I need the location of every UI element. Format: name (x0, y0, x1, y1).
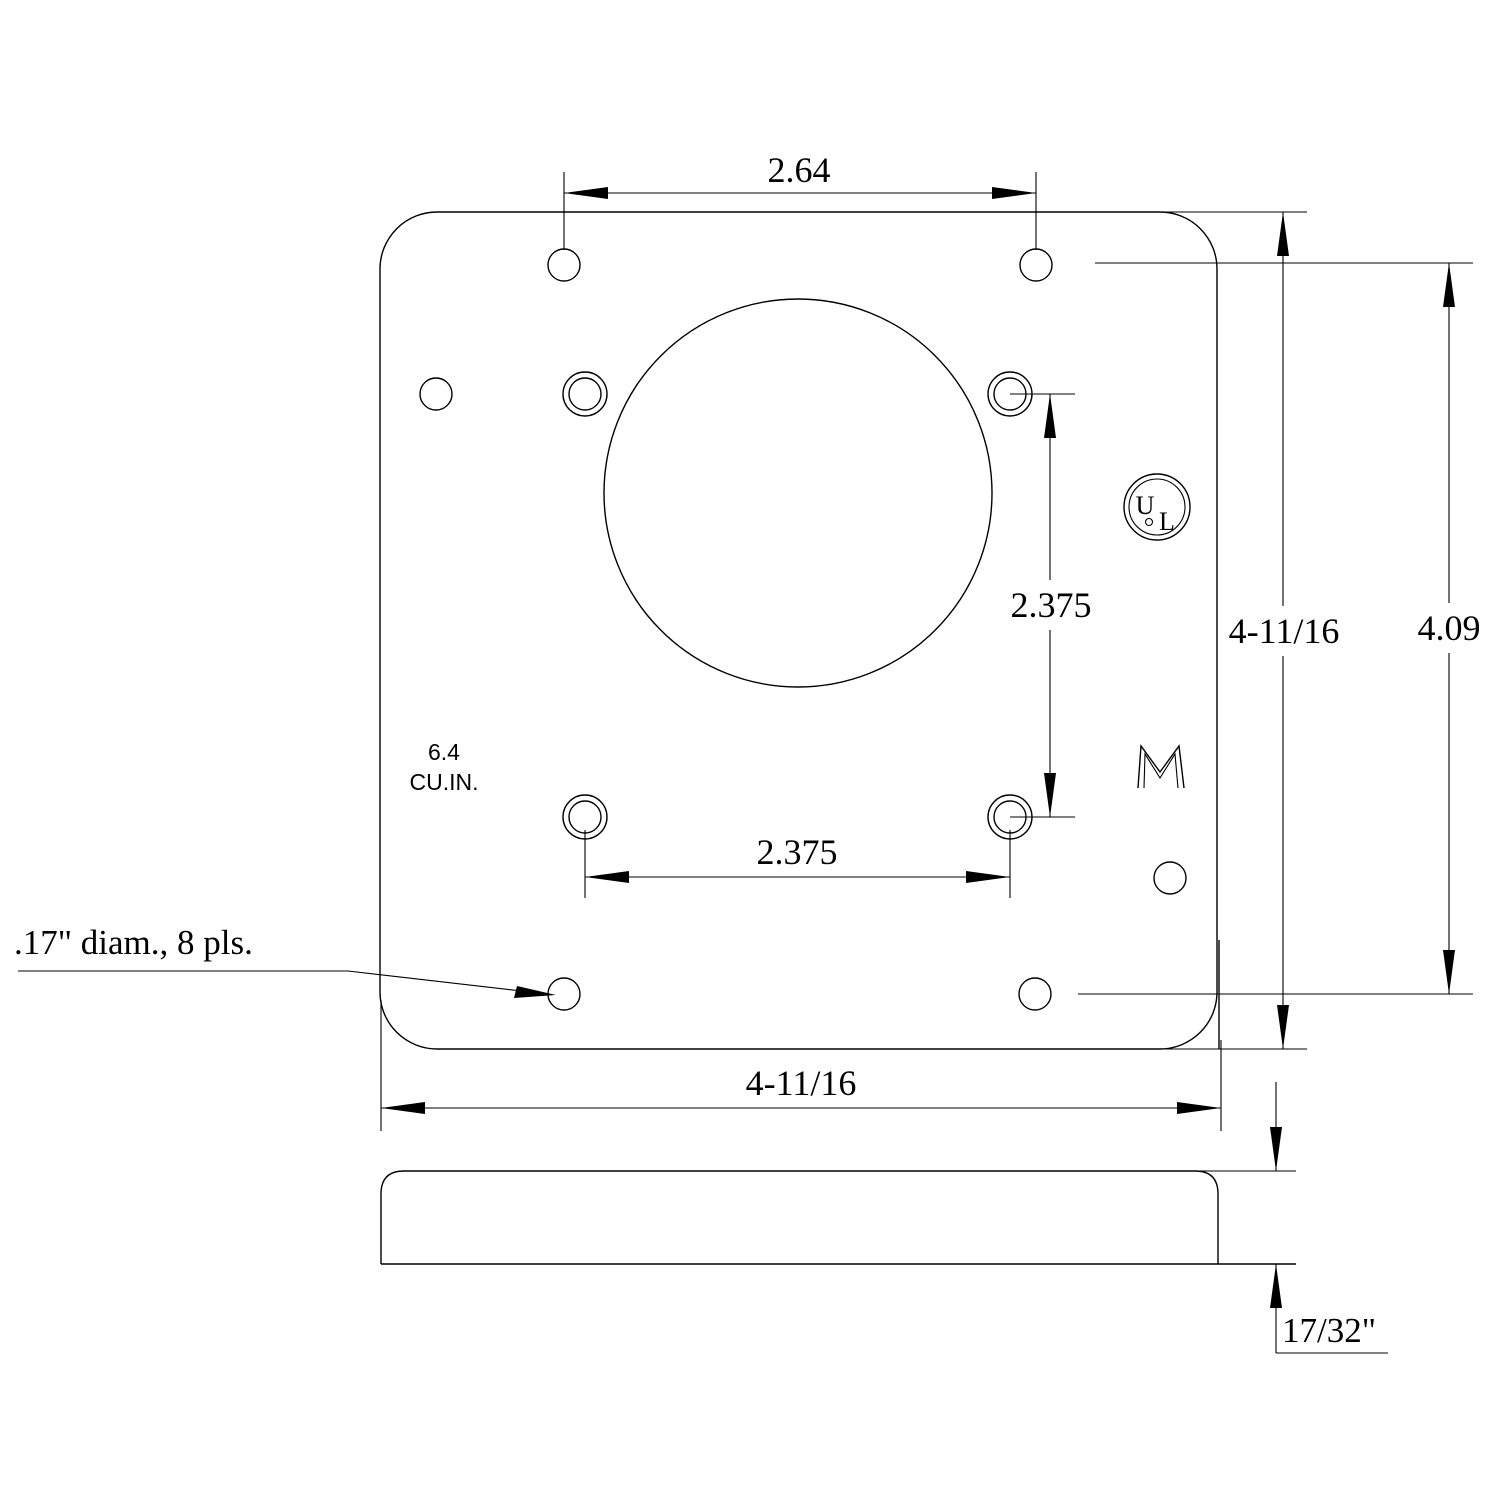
mounting-hole (547, 248, 581, 282)
dimension-horizontal-hole-spacing: 2.375 (584, 830, 1011, 898)
mounting-holes (419, 248, 1187, 1011)
dimension-label-2-375-horizontal: 2.375 (757, 832, 838, 872)
dimension-plate-height: 4-11/16 (1160, 211, 1340, 1050)
mounting-hole (1018, 977, 1052, 1011)
dimension-top-hole-spacing: 2.64 (563, 150, 1037, 250)
maker-mark-m: M (1137, 744, 1185, 789)
ul-logo-letter-u: U (1136, 491, 1155, 520)
dimension-label-2-64: 2.64 (768, 150, 831, 190)
dimension-plate-width: 4-11/16 (380, 1000, 1222, 1131)
mounting-hole (547, 977, 581, 1011)
counterbored-holes (562, 371, 1033, 840)
ul-logo: U L (1123, 473, 1191, 541)
center-opening (603, 298, 993, 688)
plate-outline (379, 211, 1220, 1050)
dimension-label-4-09: 4.09 (1418, 608, 1481, 648)
dimension-label-plate-height: 4-11/16 (1229, 611, 1340, 651)
mounting-hole (419, 377, 453, 411)
hole-callout: .17" diam., 8 pls. (14, 923, 556, 998)
dimension-thickness: 17/32" (1270, 1082, 1388, 1354)
ul-logo-letter-l: L (1159, 507, 1175, 536)
mounting-hole (1019, 248, 1053, 282)
volume-unit: CU.IN. (410, 769, 479, 795)
dimension-outer-hole-spacing: 4.09 (1078, 262, 1481, 995)
hole-callout-text: .17" diam., 8 pls. (14, 923, 253, 962)
dimension-label-plate-width: 4-11/16 (746, 1063, 857, 1103)
dimension-label-thickness: 17/32" (1282, 1311, 1376, 1350)
dimension-label-2-375-vertical: 2.375 (1011, 585, 1092, 625)
volume-value: 6.4 (428, 739, 460, 765)
volume-label: 6.4 CU.IN. (410, 739, 479, 795)
mounting-hole (1153, 861, 1187, 895)
counterbored-hole (562, 371, 608, 417)
maker-mark-text: M (1160, 767, 1161, 769)
dimension-vertical-hole-spacing: 2.375 (1010, 393, 1092, 818)
side-view (380, 1170, 1296, 1265)
